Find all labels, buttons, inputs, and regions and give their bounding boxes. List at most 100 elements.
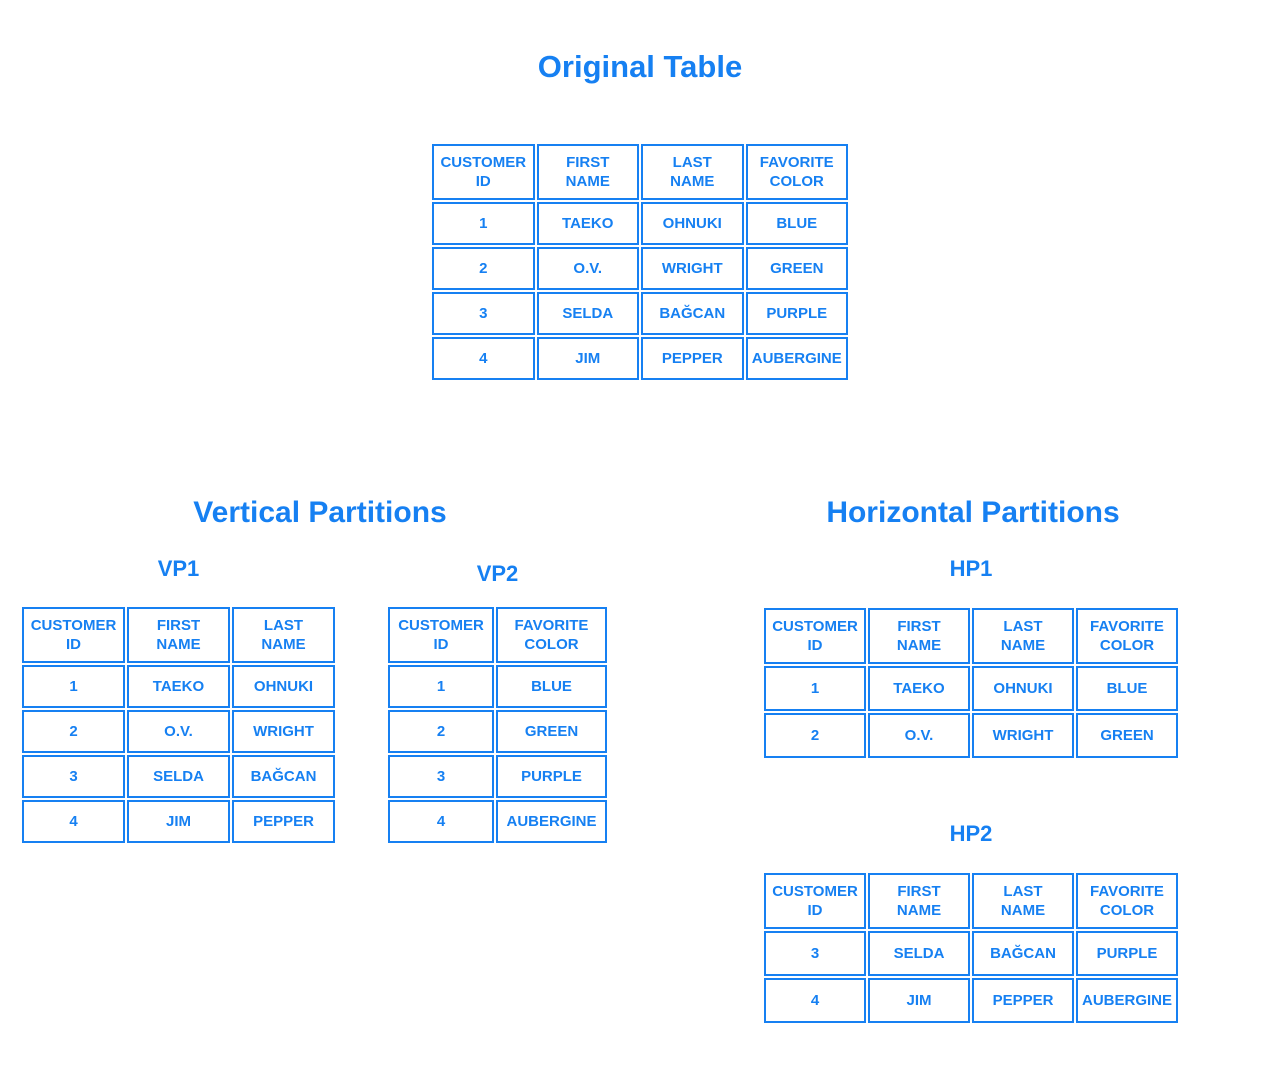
data-cell: 1 — [432, 202, 535, 245]
data-cell: 1 — [22, 665, 125, 708]
data-cell: 1 — [764, 666, 866, 711]
data-cell: TAEKO — [868, 666, 970, 711]
header-cell: CUSTOMER ID — [432, 144, 535, 200]
data-cell: AUBERGINE — [1076, 978, 1178, 1023]
data-cell: GREEN — [745, 247, 848, 290]
data-cell: PEPPER — [641, 337, 744, 380]
data-cell: GREEN — [1076, 713, 1178, 758]
data-cell: BAĞCAN — [972, 931, 1074, 976]
header-cell: FIRST NAME — [868, 608, 970, 664]
data-cell: JIM — [868, 978, 970, 1023]
data-cell: AUBERGINE — [496, 800, 607, 843]
data-cell: BLUE — [1076, 666, 1178, 711]
data-cell: JIM — [536, 337, 639, 380]
data-cell: JIM — [127, 800, 230, 843]
data-cell: 2 — [432, 247, 535, 290]
data-cell: BAĞCAN — [641, 292, 744, 335]
hp2-label: HP2 — [949, 821, 993, 846]
header-cell: FAVORITE COLOR — [745, 144, 848, 200]
original-table-title: Original Table — [537, 49, 743, 84]
header-cell: LAST NAME — [232, 607, 335, 663]
data-cell: 2 — [764, 713, 866, 758]
header-cell: FAVORITE COLOR — [1076, 873, 1178, 929]
data-cell: O.V. — [868, 713, 970, 758]
header-cell: FIRST NAME — [536, 144, 639, 200]
data-cell: PEPPER — [232, 800, 335, 843]
data-cell: PURPLE — [496, 755, 607, 798]
header-cell: FIRST NAME — [868, 873, 970, 929]
data-cell: OHNUKI — [232, 665, 335, 708]
vp1-label: VP1 — [157, 556, 200, 581]
data-cell: PURPLE — [745, 292, 848, 335]
data-cell: OHNUKI — [641, 202, 744, 245]
data-cell: WRIGHT — [972, 713, 1074, 758]
data-cell: 3 — [432, 292, 535, 335]
header-cell: CUSTOMER ID — [388, 607, 494, 663]
data-cell: PURPLE — [1076, 931, 1178, 976]
data-cell: SELDA — [536, 292, 639, 335]
header-cell: CUSTOMER ID — [764, 608, 866, 664]
data-cell: 4 — [388, 800, 494, 843]
data-cell: TAEKO — [127, 665, 230, 708]
data-cell: O.V. — [536, 247, 639, 290]
header-cell: FAVORITE COLOR — [496, 607, 607, 663]
data-cell: TAEKO — [536, 202, 639, 245]
data-cell: BAĞCAN — [232, 755, 335, 798]
data-cell: 4 — [432, 337, 535, 380]
data-cell: 2 — [22, 710, 125, 753]
data-cell: 3 — [764, 931, 866, 976]
header-cell: CUSTOMER ID — [764, 873, 866, 929]
data-cell: 2 — [388, 710, 494, 753]
data-cell: AUBERGINE — [745, 337, 848, 380]
data-cell: WRIGHT — [232, 710, 335, 753]
data-cell: BLUE — [745, 202, 848, 245]
header-cell: CUSTOMER ID — [22, 607, 125, 663]
hp1-label: HP1 — [949, 556, 993, 581]
data-cell: O.V. — [127, 710, 230, 753]
data-cell: PEPPER — [972, 978, 1074, 1023]
data-cell: BLUE — [496, 665, 607, 708]
data-cell: GREEN — [496, 710, 607, 753]
data-cell: WRIGHT — [641, 247, 744, 290]
vp2-label: VP2 — [476, 561, 519, 586]
header-cell: FAVORITE COLOR — [1076, 608, 1178, 664]
data-cell: 1 — [388, 665, 494, 708]
header-cell: LAST NAME — [972, 608, 1074, 664]
data-cell: OHNUKI — [972, 666, 1074, 711]
data-cell: SELDA — [868, 931, 970, 976]
data-cell: 4 — [22, 800, 125, 843]
data-cell: 3 — [22, 755, 125, 798]
header-cell: LAST NAME — [641, 144, 744, 200]
data-cell: 3 — [388, 755, 494, 798]
data-cell: SELDA — [127, 755, 230, 798]
data-cell: 4 — [764, 978, 866, 1023]
horizontal-partitions-title: Horizontal Partitions — [826, 496, 1120, 529]
header-cell: FIRST NAME — [127, 607, 230, 663]
